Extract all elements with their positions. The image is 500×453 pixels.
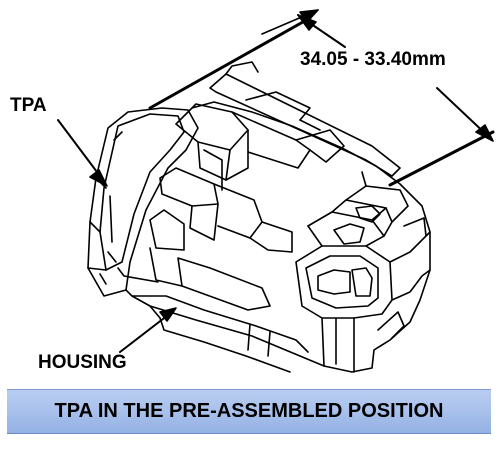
connector-line-drawing — [57, 9, 495, 373]
caption-bar: TPA IN THE PRE-ASSEMBLED POSITION — [7, 389, 491, 434]
dimension-line-bottom — [388, 87, 495, 187]
dimension-line-top — [148, 9, 346, 110]
housing-callout-label: HOUSING — [38, 352, 127, 373]
tpa-leader-arrow — [57, 119, 108, 187]
tpa-callout-label: TPA — [10, 95, 47, 116]
connector-body — [87, 61, 431, 373]
dimension-label: 34.05 - 33.40mm — [300, 49, 446, 70]
housing-leader-arrow — [119, 307, 177, 353]
figure-caption: TPA IN THE PRE-ASSEMBLED POSITION — [54, 400, 444, 422]
